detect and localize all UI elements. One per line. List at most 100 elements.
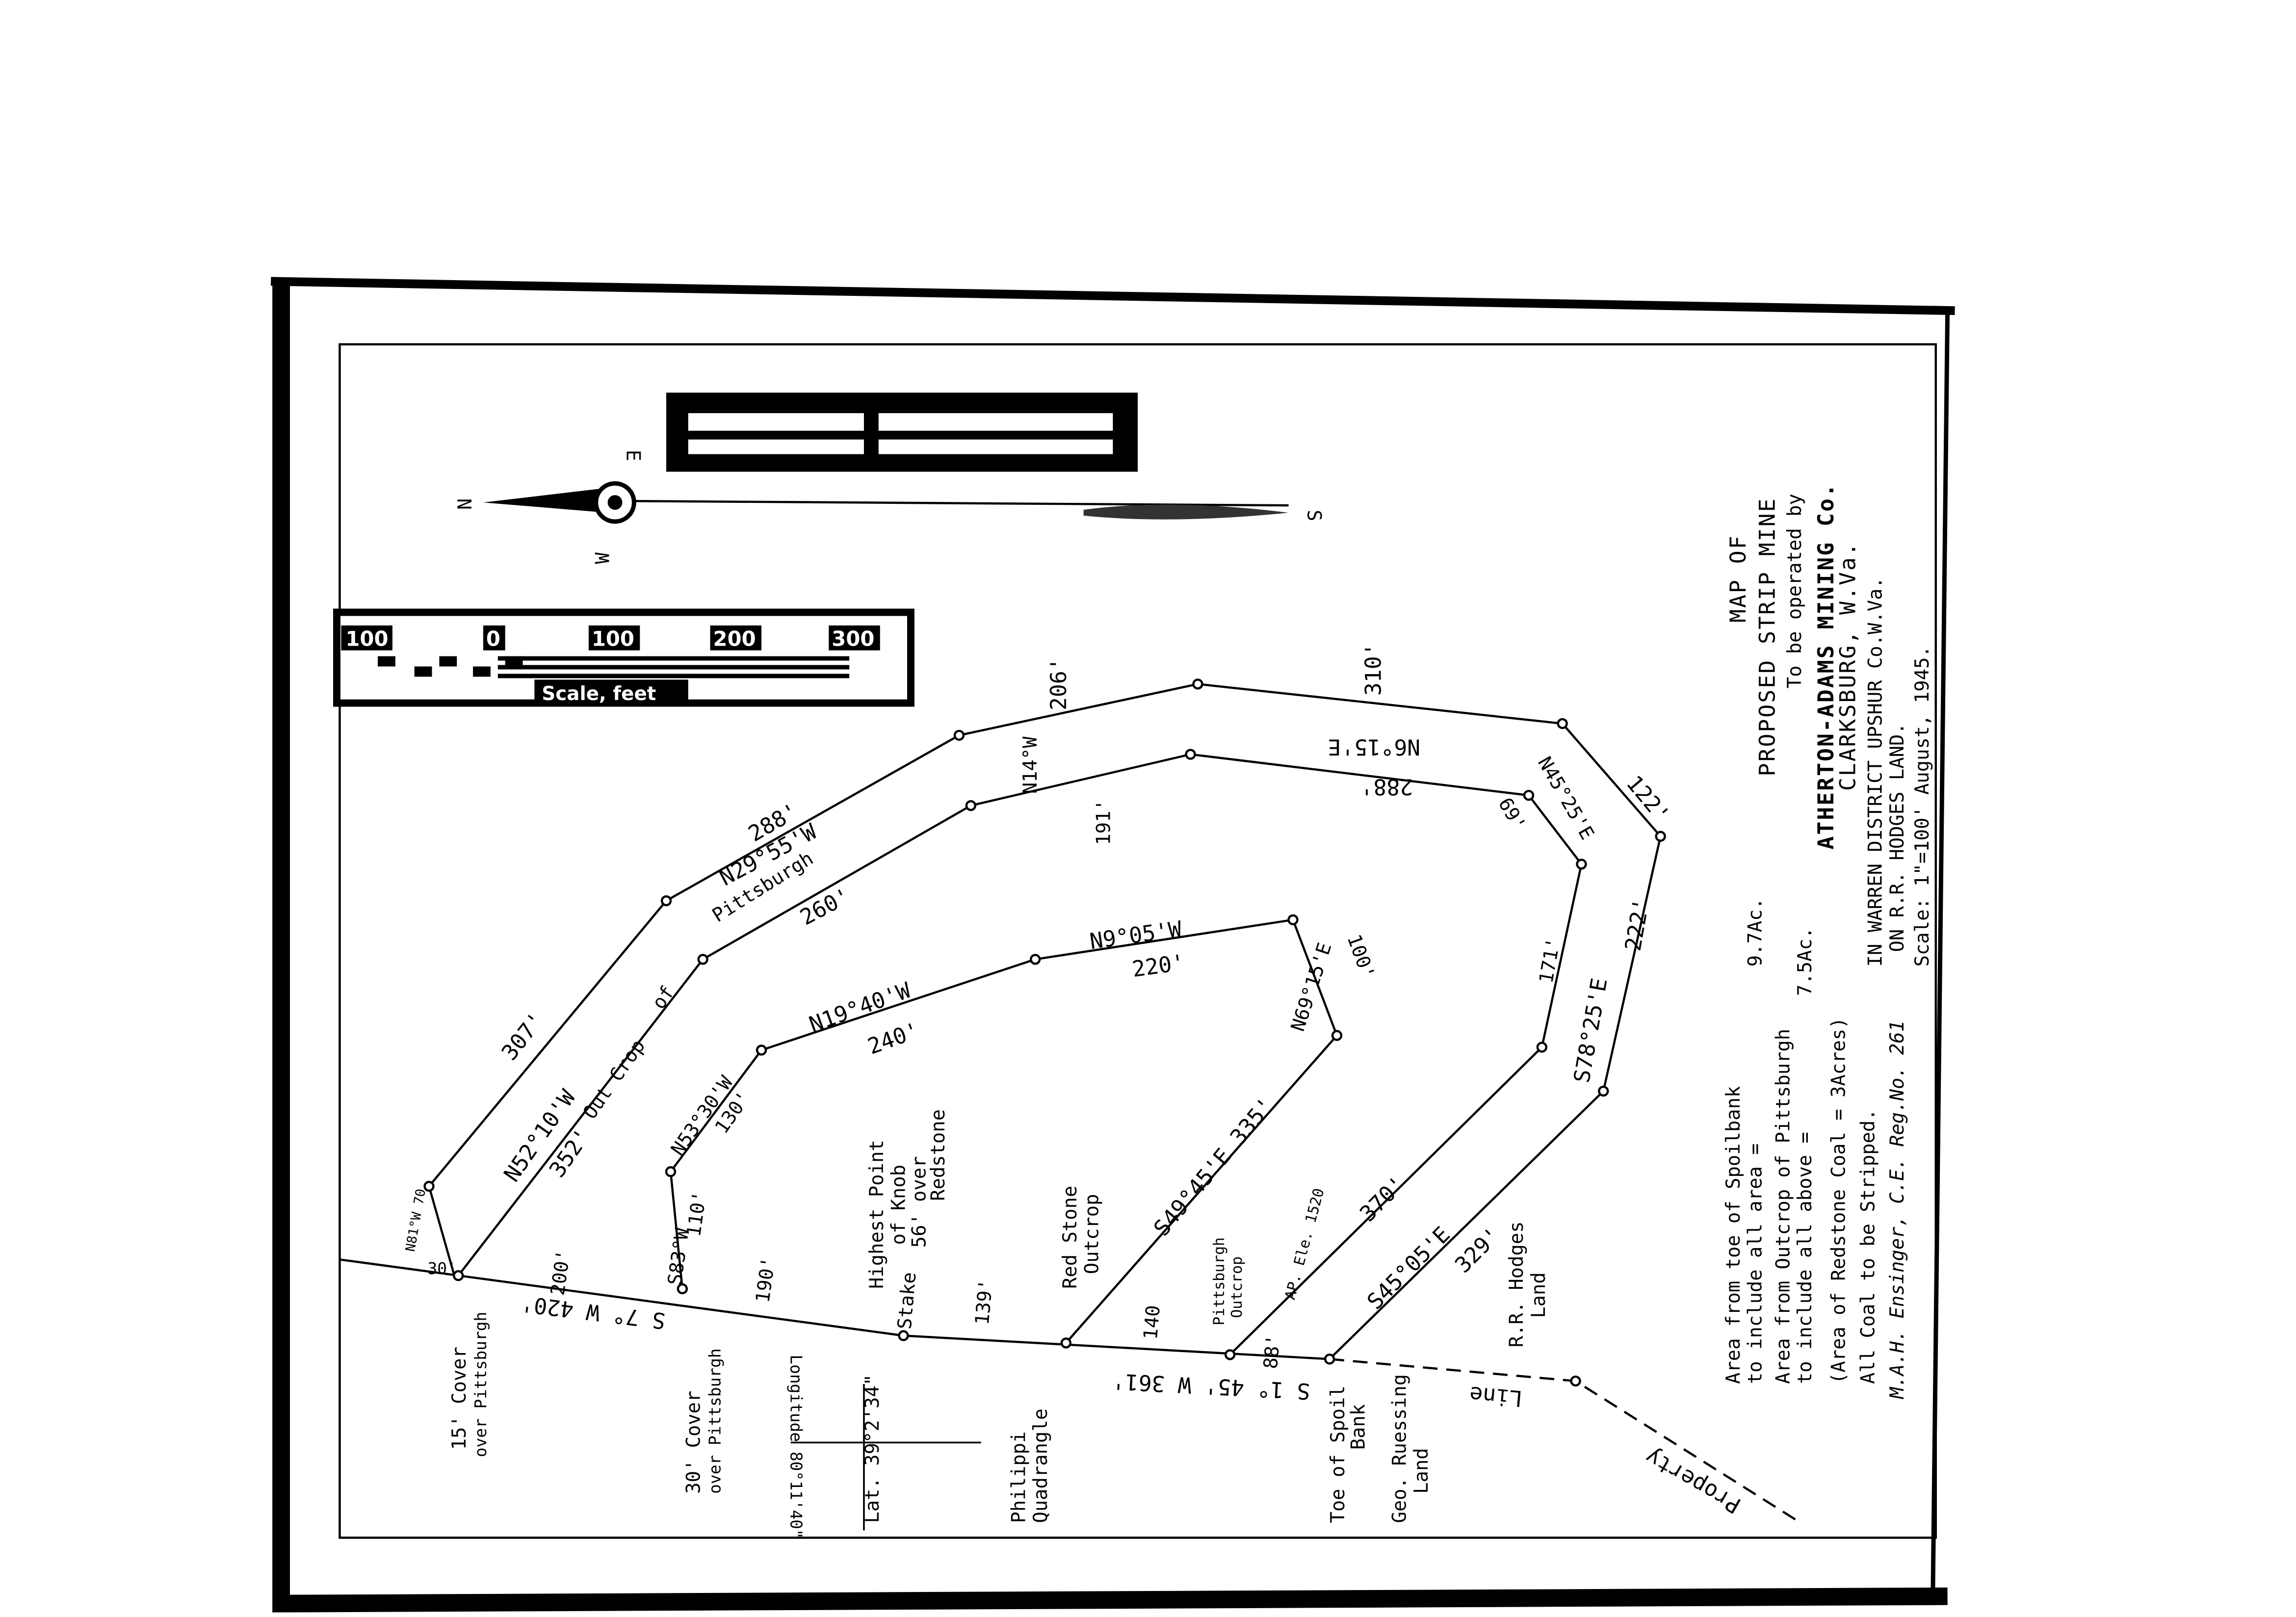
pittsburgh-outcrop-label: AP. Ele. 1520 <box>1281 1186 1328 1302</box>
dim-label: 206' <box>1045 657 1071 710</box>
redstone-outcrop-label: Red Stone <box>1059 1186 1081 1289</box>
longitude-label: Longitude 80°11'40" <box>787 1355 806 1539</box>
dim-label: 200' <box>547 1249 575 1297</box>
outcrop-label: Out Crop <box>579 1036 650 1123</box>
north-arrow-icon <box>483 488 608 513</box>
redstone-outcrop-label: Outcrop <box>1081 1194 1103 1275</box>
dim-label: 30' <box>428 1259 457 1278</box>
note-line: to include all above = <box>1794 1132 1816 1384</box>
dim-label: 310' <box>1360 643 1386 696</box>
dim-label: 307' <box>496 1008 549 1066</box>
dim-label: 171' <box>1535 936 1565 985</box>
bearing-label: N69°15'E <box>1287 940 1336 1034</box>
compass-rose: N S E W <box>454 392 1325 564</box>
note-line: (Area of Redstone Coal = 3Acres) <box>1828 1017 1850 1384</box>
survey-stations <box>423 678 1666 1387</box>
compass-w: W <box>592 552 614 564</box>
dim-label: 88' <box>1260 1333 1285 1370</box>
compass-e: E <box>622 450 644 461</box>
scale-tick: 300 <box>832 627 874 651</box>
dim-label: 288' <box>1360 774 1413 800</box>
map-title: PROPOSED STRIP MINE <box>1754 497 1780 777</box>
map-labels: 307' 288' 206' 310' 122' 222' 329' N52°1… <box>403 643 1745 1539</box>
scale-tick: 100 <box>345 627 388 651</box>
ruessing-land-label: Geo. Ruessing <box>1388 1374 1410 1523</box>
cover-note: over Pittsburgh <box>471 1312 490 1457</box>
bearing-label: S 7° W 420' <box>520 1291 667 1334</box>
toe-of-spoil-label: Bank <box>1348 1404 1370 1450</box>
dim-label: 140 <box>1140 1304 1165 1341</box>
outcrop-label: of <box>648 982 679 1014</box>
scale-tick: 200 <box>713 627 756 651</box>
title-line: IN WARREN DISTRICT UPSHUR Co.W.Va. <box>1864 577 1886 966</box>
signature: M.A.H. Ensinger, C.E. Reg.No. 261 <box>1886 1020 1908 1400</box>
hodges-land-label: Land <box>1528 1272 1550 1318</box>
note-value: 7.5Ac. <box>1794 927 1816 996</box>
dim-label: 100' <box>1343 932 1379 982</box>
note-line: Area from Outcrop of Pittsburgh <box>1772 1029 1794 1384</box>
knob-label: of Knob <box>888 1165 910 1245</box>
pittsburgh-outcrop-label: Pittsburgh <box>1211 1237 1228 1326</box>
title-block: MAP OF PROPOSED STRIP MINE To be operate… <box>1725 482 1933 966</box>
note-value: 9.7Ac. <box>1745 898 1767 966</box>
scale-date-line: Scale: 1"=100' August, 1945. <box>1911 646 1933 966</box>
scale-label: Scale, feet <box>542 683 656 705</box>
dim-label: 190' <box>752 1255 780 1304</box>
bearing-label: S 1° 45' W 361' <box>1111 1368 1311 1405</box>
dim-label: 110' <box>683 1190 711 1238</box>
bearing-label: N81°W 70 <box>403 1188 429 1253</box>
bearing-label: N6°15'E <box>1328 734 1420 760</box>
stake-label: Stake <box>894 1271 921 1330</box>
dim-label: 370' <box>1355 1171 1410 1227</box>
bearing-label: S78°25'E <box>1568 976 1613 1085</box>
area-notes: Area from toe of Spoilbank to include al… <box>1722 898 1908 1400</box>
title-line: To be operated by <box>1784 494 1806 688</box>
dim-label: 329' <box>1450 1222 1506 1278</box>
frame-left-bottom <box>272 278 1948 1613</box>
hodges-land-label: R.R. Hodges <box>1506 1221 1528 1347</box>
knob-label: 56' over <box>908 1156 930 1248</box>
note-line: Area from toe of Spoilbank <box>1722 1086 1745 1384</box>
title-line: ON R.R. HODGES LAND. <box>1886 723 1908 952</box>
dim-label: 139' <box>971 1278 997 1326</box>
bearing-label: S49°45'E 335' <box>1148 1093 1279 1241</box>
map-border <box>339 343 1937 1539</box>
scale-tick: 0 <box>486 627 500 651</box>
latitude-label: Lat. 39°2'34" <box>861 1374 884 1523</box>
bearing-label: N45°25'E <box>1533 753 1598 843</box>
dim-label: 220' <box>1130 949 1186 982</box>
compass-s: S <box>1303 510 1325 521</box>
property-line-label: Line <box>1468 1382 1523 1412</box>
bearing-label: N14°W <box>1019 736 1042 794</box>
title-line: MAP OF <box>1725 534 1751 623</box>
dim-label: 191' <box>1093 799 1115 845</box>
pittsburgh-outcrop-label: Outcrop <box>1228 1256 1246 1318</box>
lat-long-cross <box>790 1383 981 1531</box>
note-line: to include all area = <box>1745 1143 1767 1384</box>
company-name: ATHERTON-ADAMS MINING Co. <box>1813 482 1839 849</box>
knob-label: Highest Point <box>866 1140 888 1289</box>
quadrangle-label: Philippi <box>1008 1432 1030 1523</box>
toe-of-spoil-label: Toe of Spoil <box>1327 1385 1349 1523</box>
compass-n: N <box>454 498 476 510</box>
cover-note: 30' Cover <box>683 1391 705 1494</box>
ruessing-land-label: Land <box>1410 1448 1433 1493</box>
south-arrow-icon <box>1083 504 1289 520</box>
bearing-label: N9°05'W <box>1088 916 1183 955</box>
scale-tick: 100 <box>592 627 634 651</box>
bearing-label: S45°05'E <box>1362 1222 1455 1315</box>
dim-label: 240' <box>864 1017 923 1060</box>
cover-note: over Pittsburgh <box>705 1348 724 1493</box>
dim-label: 69' <box>1494 794 1530 835</box>
title-line: CLARKSBURG, W.Va. <box>1835 541 1861 791</box>
scale-bar: 100 0 100 200 300 Scale, feet <box>333 608 914 707</box>
knob-label: Redstone <box>927 1109 949 1201</box>
note-line: All Coal to be Stripped. <box>1857 1109 1879 1384</box>
compass-ornament <box>666 392 1138 472</box>
cover-note: 15' Cover <box>448 1347 470 1450</box>
pittsburgh-outcrop-line <box>457 753 1583 1356</box>
quadrangle-label: Quadrangle <box>1030 1408 1052 1523</box>
frame-top <box>271 277 1955 315</box>
